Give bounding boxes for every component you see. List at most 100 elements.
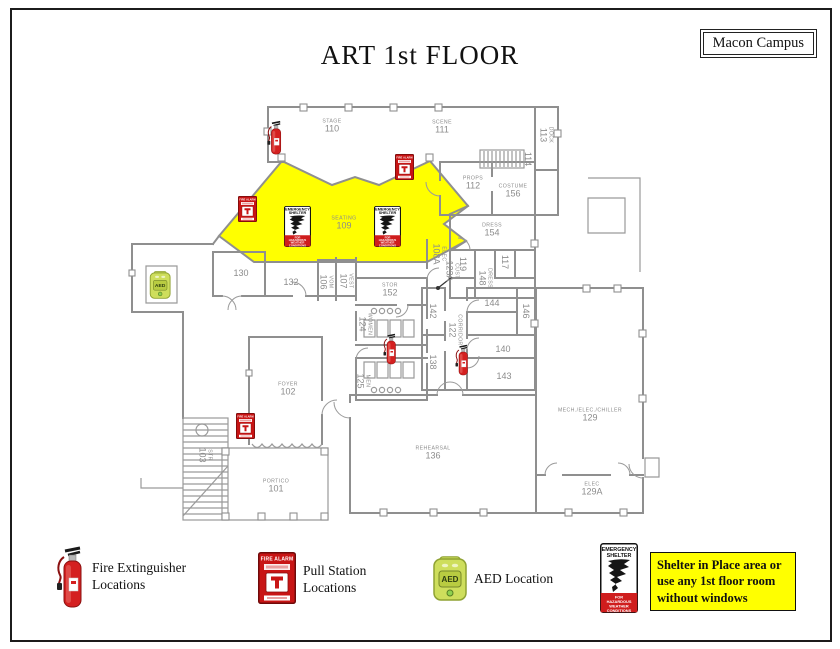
room-label-132: 132 bbox=[283, 277, 298, 287]
room-label-144: 144 bbox=[484, 298, 499, 308]
room-label-140: 140 bbox=[495, 344, 510, 354]
room-label-114: 114 bbox=[523, 152, 533, 166]
svg-text:124: 124 bbox=[358, 316, 368, 331]
shelter-note-box: Shelter in Place area or use any 1st flo… bbox=[650, 552, 796, 611]
svg-text:SCENE: SCENE bbox=[432, 120, 452, 126]
svg-text:107: 107 bbox=[339, 273, 349, 288]
fire-extinguisher-icon-mens bbox=[382, 333, 397, 365]
svg-text:CUST: CUST bbox=[454, 263, 460, 279]
room-label-142: 142 bbox=[428, 303, 438, 318]
svg-text:136: 136 bbox=[425, 451, 440, 461]
restroom-fixtures bbox=[363, 307, 415, 394]
svg-text:125: 125 bbox=[356, 373, 366, 388]
svg-text:129A: 129A bbox=[581, 487, 602, 497]
svg-text:154: 154 bbox=[484, 228, 499, 238]
aed-icon-legend bbox=[433, 556, 467, 601]
svg-text:DOCK: DOCK bbox=[548, 127, 554, 144]
svg-text:111: 111 bbox=[435, 125, 449, 135]
svg-text:132: 132 bbox=[283, 277, 298, 287]
fire-extinguisher-icon-stage bbox=[266, 120, 282, 155]
pull-station-icon-seating-left bbox=[238, 196, 257, 222]
svg-text:148: 148 bbox=[478, 270, 488, 285]
emergency-shelter-icon-legend bbox=[600, 543, 638, 614]
svg-text:STAGE: STAGE bbox=[322, 119, 341, 125]
svg-text:108A: 108A bbox=[432, 243, 442, 264]
legend-pull-station-label: Pull Station Locations bbox=[303, 563, 367, 595]
svg-text:110: 110 bbox=[325, 124, 339, 134]
svg-text:ELEC: ELEC bbox=[441, 246, 447, 261]
svg-text:142: 142 bbox=[428, 303, 438, 318]
svg-text:WOMEN: WOMEN bbox=[367, 313, 373, 335]
pull-station-icon-foyer bbox=[236, 413, 255, 439]
svg-text:117: 117 bbox=[500, 255, 510, 269]
svg-text:146: 146 bbox=[521, 303, 531, 318]
svg-text:101: 101 bbox=[268, 484, 283, 494]
svg-text:129: 129 bbox=[582, 413, 597, 423]
stairs-114 bbox=[479, 149, 525, 169]
legend-fire-extinguisher-label: Fire Extinguisher Locations bbox=[92, 560, 187, 592]
emergency-shelter-icon-seating-2 bbox=[374, 205, 402, 248]
door-arcs bbox=[221, 181, 644, 479]
svg-text:PROPS: PROPS bbox=[463, 176, 483, 182]
svg-text:103: 103 bbox=[198, 447, 208, 462]
svg-text:DRESS: DRESS bbox=[487, 268, 493, 288]
svg-text:FOYER: FOYER bbox=[278, 382, 298, 388]
svg-text:COSTUME: COSTUME bbox=[499, 184, 528, 190]
foyer-entry-doors bbox=[251, 442, 323, 449]
svg-text:144: 144 bbox=[484, 298, 499, 308]
pull-station-icon-legend bbox=[258, 552, 296, 604]
svg-text:ELEC: ELEC bbox=[584, 482, 599, 488]
svg-text:PORTICO: PORTICO bbox=[263, 479, 289, 485]
svg-text:102: 102 bbox=[280, 387, 295, 397]
svg-text:123A: 123A bbox=[445, 260, 455, 281]
svg-text:152: 152 bbox=[382, 288, 397, 298]
svg-text:STOR: STOR bbox=[382, 283, 398, 289]
svg-text:VOM: VOM bbox=[328, 275, 334, 288]
svg-text:119: 119 bbox=[458, 257, 468, 271]
room-label-146: 146 bbox=[521, 303, 531, 318]
room-label-130: 130 bbox=[233, 268, 248, 278]
svg-text:VEST: VEST bbox=[348, 273, 354, 289]
svg-text:138: 138 bbox=[428, 354, 438, 369]
fire-extinguisher-icon-legend bbox=[55, 546, 83, 609]
legend-aed-label: AED Location bbox=[474, 571, 554, 586]
svg-text:REHEARSAL: REHEARSAL bbox=[415, 446, 450, 452]
room-label-119: 119 bbox=[458, 257, 468, 271]
room-label-117: 117 bbox=[500, 255, 510, 269]
svg-text:DRESS: DRESS bbox=[482, 223, 502, 229]
shelter-area-seating bbox=[217, 159, 470, 263]
svg-text:112: 112 bbox=[466, 181, 480, 191]
pull-station-icon-seating-top bbox=[395, 154, 414, 180]
page-border bbox=[10, 8, 832, 642]
fire-extinguisher-icon-corridor bbox=[454, 344, 469, 376]
svg-text:143: 143 bbox=[496, 371, 511, 381]
svg-text:109: 109 bbox=[336, 221, 351, 231]
room-label-143: 143 bbox=[496, 371, 511, 381]
svg-text:140: 140 bbox=[495, 344, 510, 354]
svg-text:113: 113 bbox=[539, 128, 549, 142]
emergency-shelter-icon-seating-1 bbox=[284, 205, 312, 248]
